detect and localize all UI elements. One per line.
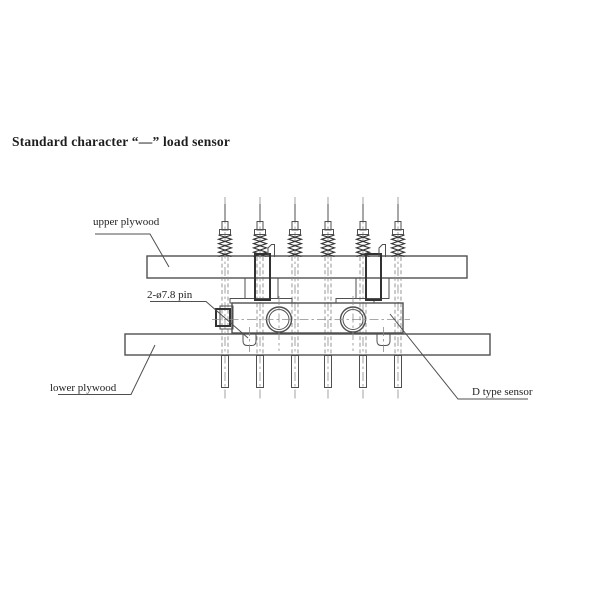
d-type-sensor-label: D type sensor [472, 386, 533, 398]
pin-label: 2-ø7.8 pin [147, 289, 193, 301]
sensor-body [231, 302, 404, 334]
locating-pin-left [242, 327, 257, 352]
spacer-left [244, 277, 279, 299]
lower-plywood [124, 333, 491, 356]
label-upper-plywood: upper plywood [93, 216, 170, 268]
spring-bolt-assembly-3 [286, 197, 304, 399]
pin-block-outer [219, 305, 234, 330]
label-pin: 2-ø7.8 pin [147, 289, 249, 339]
clamp-tab-left [267, 244, 275, 257]
locating-pin-right [376, 327, 391, 352]
pin-block [215, 308, 231, 327]
upper-plywood-label: upper plywood [93, 216, 160, 228]
label-d-type-sensor: D type sensor [389, 313, 533, 400]
clamp-tab-right [378, 244, 386, 257]
clamp-block-left [254, 244, 275, 301]
spacer-right [355, 277, 390, 299]
clamp-block-right [365, 244, 386, 301]
load-sensor-assembly [212, 277, 410, 352]
spring-bolt-assembly-4 [319, 197, 337, 399]
page-title: Standard character “—” load sensor [12, 134, 231, 149]
leader-pin [150, 301, 249, 339]
leader-upper-plywood [95, 233, 170, 268]
leader-lower-plywood [58, 344, 156, 395]
lower-plywood-label: lower plywood [50, 382, 117, 394]
spring-bolt-assembly-6 [389, 197, 407, 399]
label-lower-plywood: lower plywood [50, 344, 156, 395]
upper-plywood [146, 255, 468, 279]
leader-d-type-sensor [389, 313, 528, 400]
